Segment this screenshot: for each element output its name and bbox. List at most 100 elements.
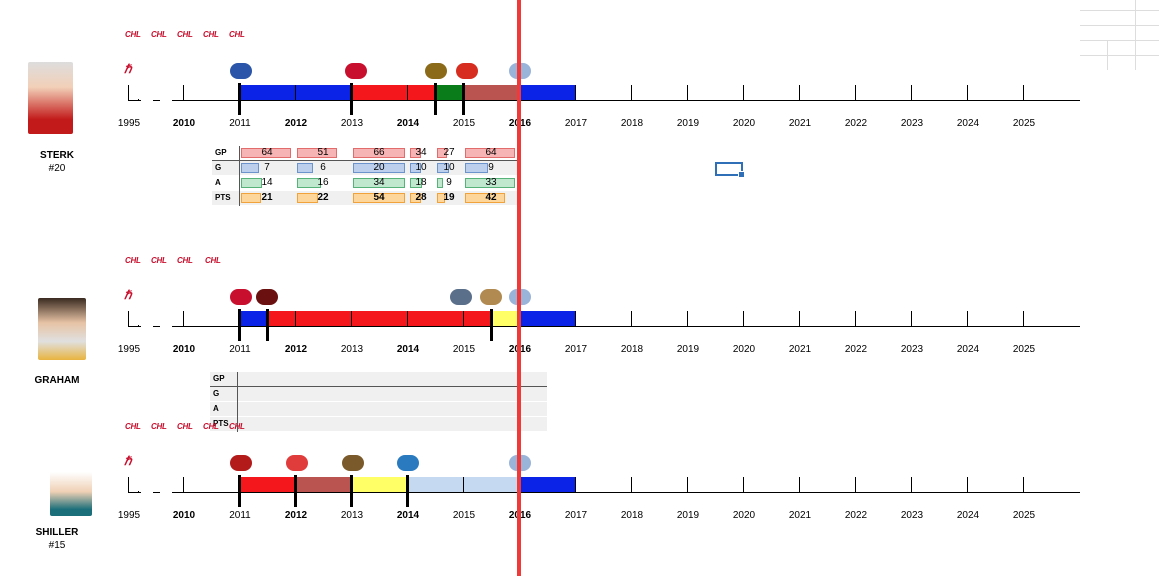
year-label: 2017 — [564, 118, 588, 129]
stats-divider — [239, 191, 240, 206]
year-tick — [687, 311, 688, 326]
stats-cell: 42 — [465, 192, 517, 204]
mouth-logo-icon — [286, 455, 308, 471]
cell-selection[interactable] — [715, 162, 745, 178]
year-label: 2024 — [956, 118, 980, 129]
stats-bar — [410, 148, 421, 158]
year-tick — [295, 311, 296, 326]
year-label: 2011 — [229, 118, 251, 129]
year-tick — [463, 477, 464, 492]
stats-label-g: G — [215, 163, 222, 172]
team-change-marker — [350, 83, 353, 115]
year-tick — [743, 477, 744, 492]
stats-bar — [241, 193, 261, 203]
year-tick — [743, 85, 744, 100]
stats-value: 14 — [261, 177, 273, 188]
team-change-marker — [490, 309, 493, 341]
stats-value: 9 — [446, 177, 452, 188]
stats-value: 20 — [373, 162, 385, 173]
stats-bar — [241, 163, 259, 173]
nyr-logo-icon — [230, 63, 252, 79]
chl-badge-icon: CHL — [125, 422, 141, 431]
year-label: 2022 — [844, 510, 868, 521]
year-label: 1995 — [117, 510, 141, 521]
year-label: 2021 — [788, 118, 812, 129]
stats-value: 34 — [415, 147, 427, 158]
stats-value: 10 — [443, 162, 455, 173]
stats-bar — [437, 178, 443, 188]
current-date-marker — [517, 0, 521, 576]
flames-logo-icon — [456, 63, 478, 79]
team-change-marker — [350, 475, 353, 507]
year-tick — [351, 311, 352, 326]
team-tenure-bar — [351, 477, 407, 492]
stats-divider — [237, 387, 238, 402]
wolf-logo-icon — [256, 289, 278, 305]
year-tick — [799, 477, 800, 492]
year-label: 2023 — [900, 118, 924, 129]
stats-cell: 7 — [241, 162, 293, 174]
year-tick — [855, 477, 856, 492]
stats-value: 33 — [485, 177, 497, 188]
axis-dash — [160, 99, 172, 101]
bear-logo-icon — [425, 63, 447, 79]
year-tick — [183, 477, 184, 492]
year-label: 2020 — [732, 344, 756, 355]
year-label: 2022 — [844, 344, 868, 355]
stats-cell: 20 — [353, 162, 405, 174]
eagle-logo-icon — [342, 455, 364, 471]
year-tick — [967, 311, 968, 326]
stats-label-g: G — [213, 389, 220, 398]
year-label: 2015 — [452, 118, 476, 129]
stats-bar — [353, 163, 405, 173]
stats-bar — [437, 148, 447, 158]
stats-divider — [237, 372, 238, 387]
stats-cell: 22 — [297, 192, 349, 204]
stats-cell: 6 — [297, 162, 349, 174]
chl-badge-icon: CHL — [151, 30, 167, 39]
team-tenure-bar — [239, 311, 267, 326]
stats-value: 19 — [443, 192, 455, 203]
stats-label-gp: GP — [215, 148, 227, 157]
stats-bar — [353, 193, 405, 203]
stats-row: A — [210, 402, 547, 417]
draft-icon: ℏ — [124, 454, 132, 468]
timeline-axis — [128, 492, 1080, 493]
year-tick — [575, 477, 576, 492]
stats-cell: 27 — [437, 147, 461, 159]
year-tick — [631, 477, 632, 492]
year-tick — [1023, 85, 1024, 100]
stats-bar — [437, 163, 449, 173]
year-label: 2010 — [172, 118, 196, 129]
year-tick — [463, 311, 464, 326]
year-label: 1995 — [117, 344, 141, 355]
stats-cell: 28 — [410, 192, 432, 204]
team-change-marker — [238, 475, 241, 507]
stats-cell: 9 — [465, 162, 517, 174]
year-label: 1995 — [117, 118, 141, 129]
team-change-marker — [406, 475, 409, 507]
year-tick — [183, 85, 184, 100]
fill-handle[interactable] — [738, 171, 745, 178]
canadiens-logo-icon — [230, 455, 252, 471]
year-tick — [295, 85, 296, 100]
year-tick — [967, 85, 968, 100]
year-label: 2012 — [284, 510, 308, 521]
stats-divider — [239, 146, 240, 161]
stats-value: 51 — [317, 147, 329, 158]
year-tick — [799, 311, 800, 326]
stats-cell: 64 — [241, 147, 293, 159]
stats-cell: 51 — [297, 147, 349, 159]
year-label: 2020 — [732, 118, 756, 129]
spinner-logo-icon — [397, 455, 419, 471]
stats-bar — [410, 178, 422, 188]
stats-bar — [241, 148, 291, 158]
stats-label-pts: PTS — [213, 419, 229, 428]
stats-cell: 10 — [410, 162, 432, 174]
year-tick — [855, 85, 856, 100]
year-label: 2014 — [396, 344, 420, 355]
year-tick — [128, 311, 129, 326]
